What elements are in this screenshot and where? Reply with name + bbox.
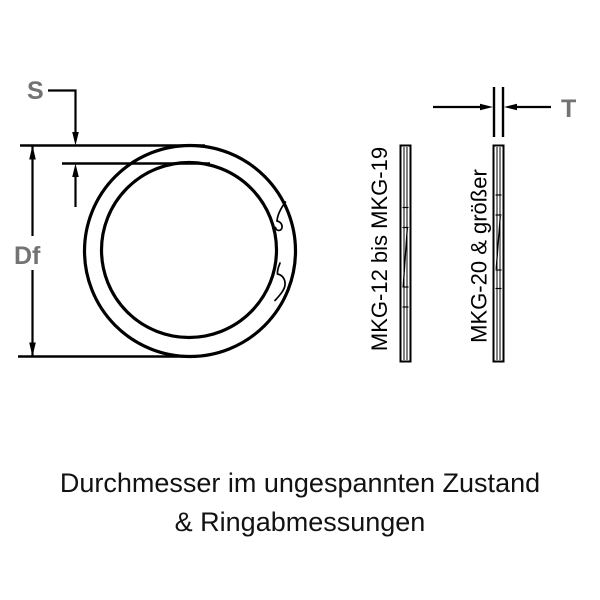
t-label: T <box>561 95 576 123</box>
s-dimension: S <box>27 77 79 207</box>
t-arrow-right-icon <box>480 103 493 111</box>
caption-line-2: & Ringabmessungen <box>174 507 426 537</box>
caption: Durchmesser im ungespannten Zustand & Ri… <box>0 464 600 542</box>
t-arrow-left-icon <box>504 103 517 111</box>
ring-inner-circle <box>99 160 279 340</box>
ring-front-view: Df S <box>14 77 298 359</box>
df-dimension: Df <box>14 145 41 357</box>
side-view-2-label: MKG-20 & größer <box>467 169 492 343</box>
spiral-end-upper <box>274 201 287 232</box>
s-label: S <box>27 77 44 105</box>
s-arrow-up-icon <box>72 163 79 177</box>
side-view-2-bar <box>492 144 505 363</box>
s-leader-line <box>48 89 77 134</box>
df-arrow-down-icon <box>29 342 36 357</box>
side-view-2-spiral-transition <box>495 215 501 270</box>
side-view-1-label: MKG-12 bis MKG-19 <box>367 147 392 351</box>
side-view-small-sizes: MKG-12 bis MKG-19 <box>367 144 412 363</box>
s-arrow-down-icon <box>72 132 79 146</box>
side-view-large-sizes: MKG-20 & größer T <box>433 87 576 363</box>
side-view-1-spiral-transition <box>402 227 408 287</box>
retaining-ring-drawing: Df S MKG-12 bis MKG-19 <box>14 77 576 363</box>
df-label: Df <box>14 242 41 270</box>
spiral-end-lower <box>274 262 286 302</box>
caption-line-1: Durchmesser im ungespannten Zustand <box>59 468 541 498</box>
t-dimension: T <box>433 87 576 137</box>
ring-outer-circle <box>82 143 298 359</box>
df-arrow-up-icon <box>29 145 36 160</box>
